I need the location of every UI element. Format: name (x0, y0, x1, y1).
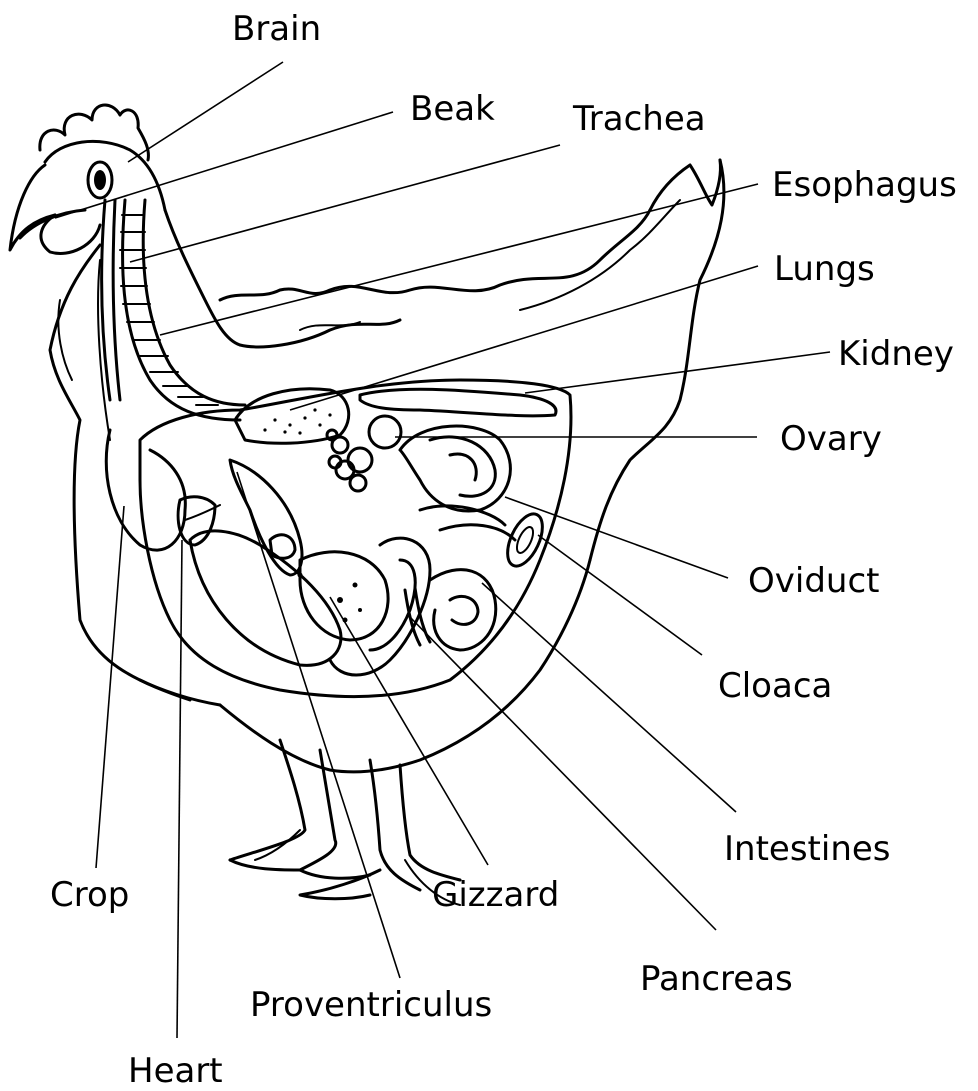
leader-heart (177, 540, 182, 1038)
labels: Brain Beak Trachea Esophagus Lungs Kidne… (50, 9, 957, 1091)
label-gizzard: Gizzard (432, 875, 559, 915)
chicken-outline (10, 105, 724, 905)
leader-kidney (525, 352, 830, 393)
leader-cloaca (538, 535, 702, 655)
label-beak: Beak (410, 89, 495, 129)
label-intestines: Intestines (724, 829, 891, 869)
label-proventriculus: Proventriculus (250, 985, 492, 1025)
leader-proventriculus (237, 472, 400, 978)
label-kidney: Kidney (838, 334, 954, 374)
label-pancreas: Pancreas (640, 959, 793, 999)
leader-intestines (482, 583, 736, 812)
leader-trachea (130, 145, 560, 262)
label-oviduct: Oviduct (748, 561, 879, 601)
label-heart: Heart (128, 1051, 223, 1091)
leader-brain (128, 62, 283, 162)
label-trachea: Trachea (572, 99, 706, 139)
leader-crop (96, 506, 124, 868)
label-lungs: Lungs (774, 249, 875, 289)
label-ovary: Ovary (780, 419, 882, 459)
label-brain: Brain (232, 9, 321, 49)
label-crop: Crop (50, 875, 129, 915)
label-esophagus: Esophagus (772, 165, 957, 205)
leader-esophagus (160, 184, 758, 335)
label-cloaca: Cloaca (718, 666, 832, 706)
internal-organs (102, 200, 571, 697)
